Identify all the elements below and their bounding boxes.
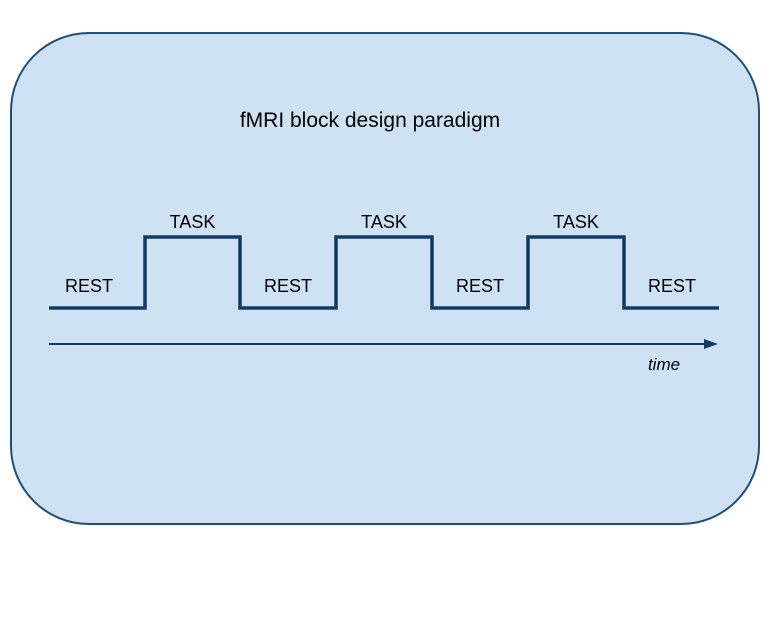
- block-signal-waveform: [49, 235, 719, 310]
- rest-block-label: REST: [456, 276, 504, 296]
- block-labels: REST TASK REST TASK REST TASK REST: [65, 212, 696, 296]
- task-block-label: TASK: [170, 212, 216, 232]
- time-axis-label: time: [648, 355, 680, 374]
- rest-block-label: REST: [264, 276, 312, 296]
- diagram-title: fMRI block design paradigm: [240, 109, 500, 132]
- task-block-label: TASK: [361, 212, 407, 232]
- time-axis: [49, 339, 718, 349]
- task-block-label: TASK: [553, 212, 599, 232]
- time-axis-arrowhead: [704, 339, 718, 349]
- rest-block-label: REST: [648, 276, 696, 296]
- background-panel: [10, 32, 760, 525]
- rest-block-label: REST: [65, 276, 113, 296]
